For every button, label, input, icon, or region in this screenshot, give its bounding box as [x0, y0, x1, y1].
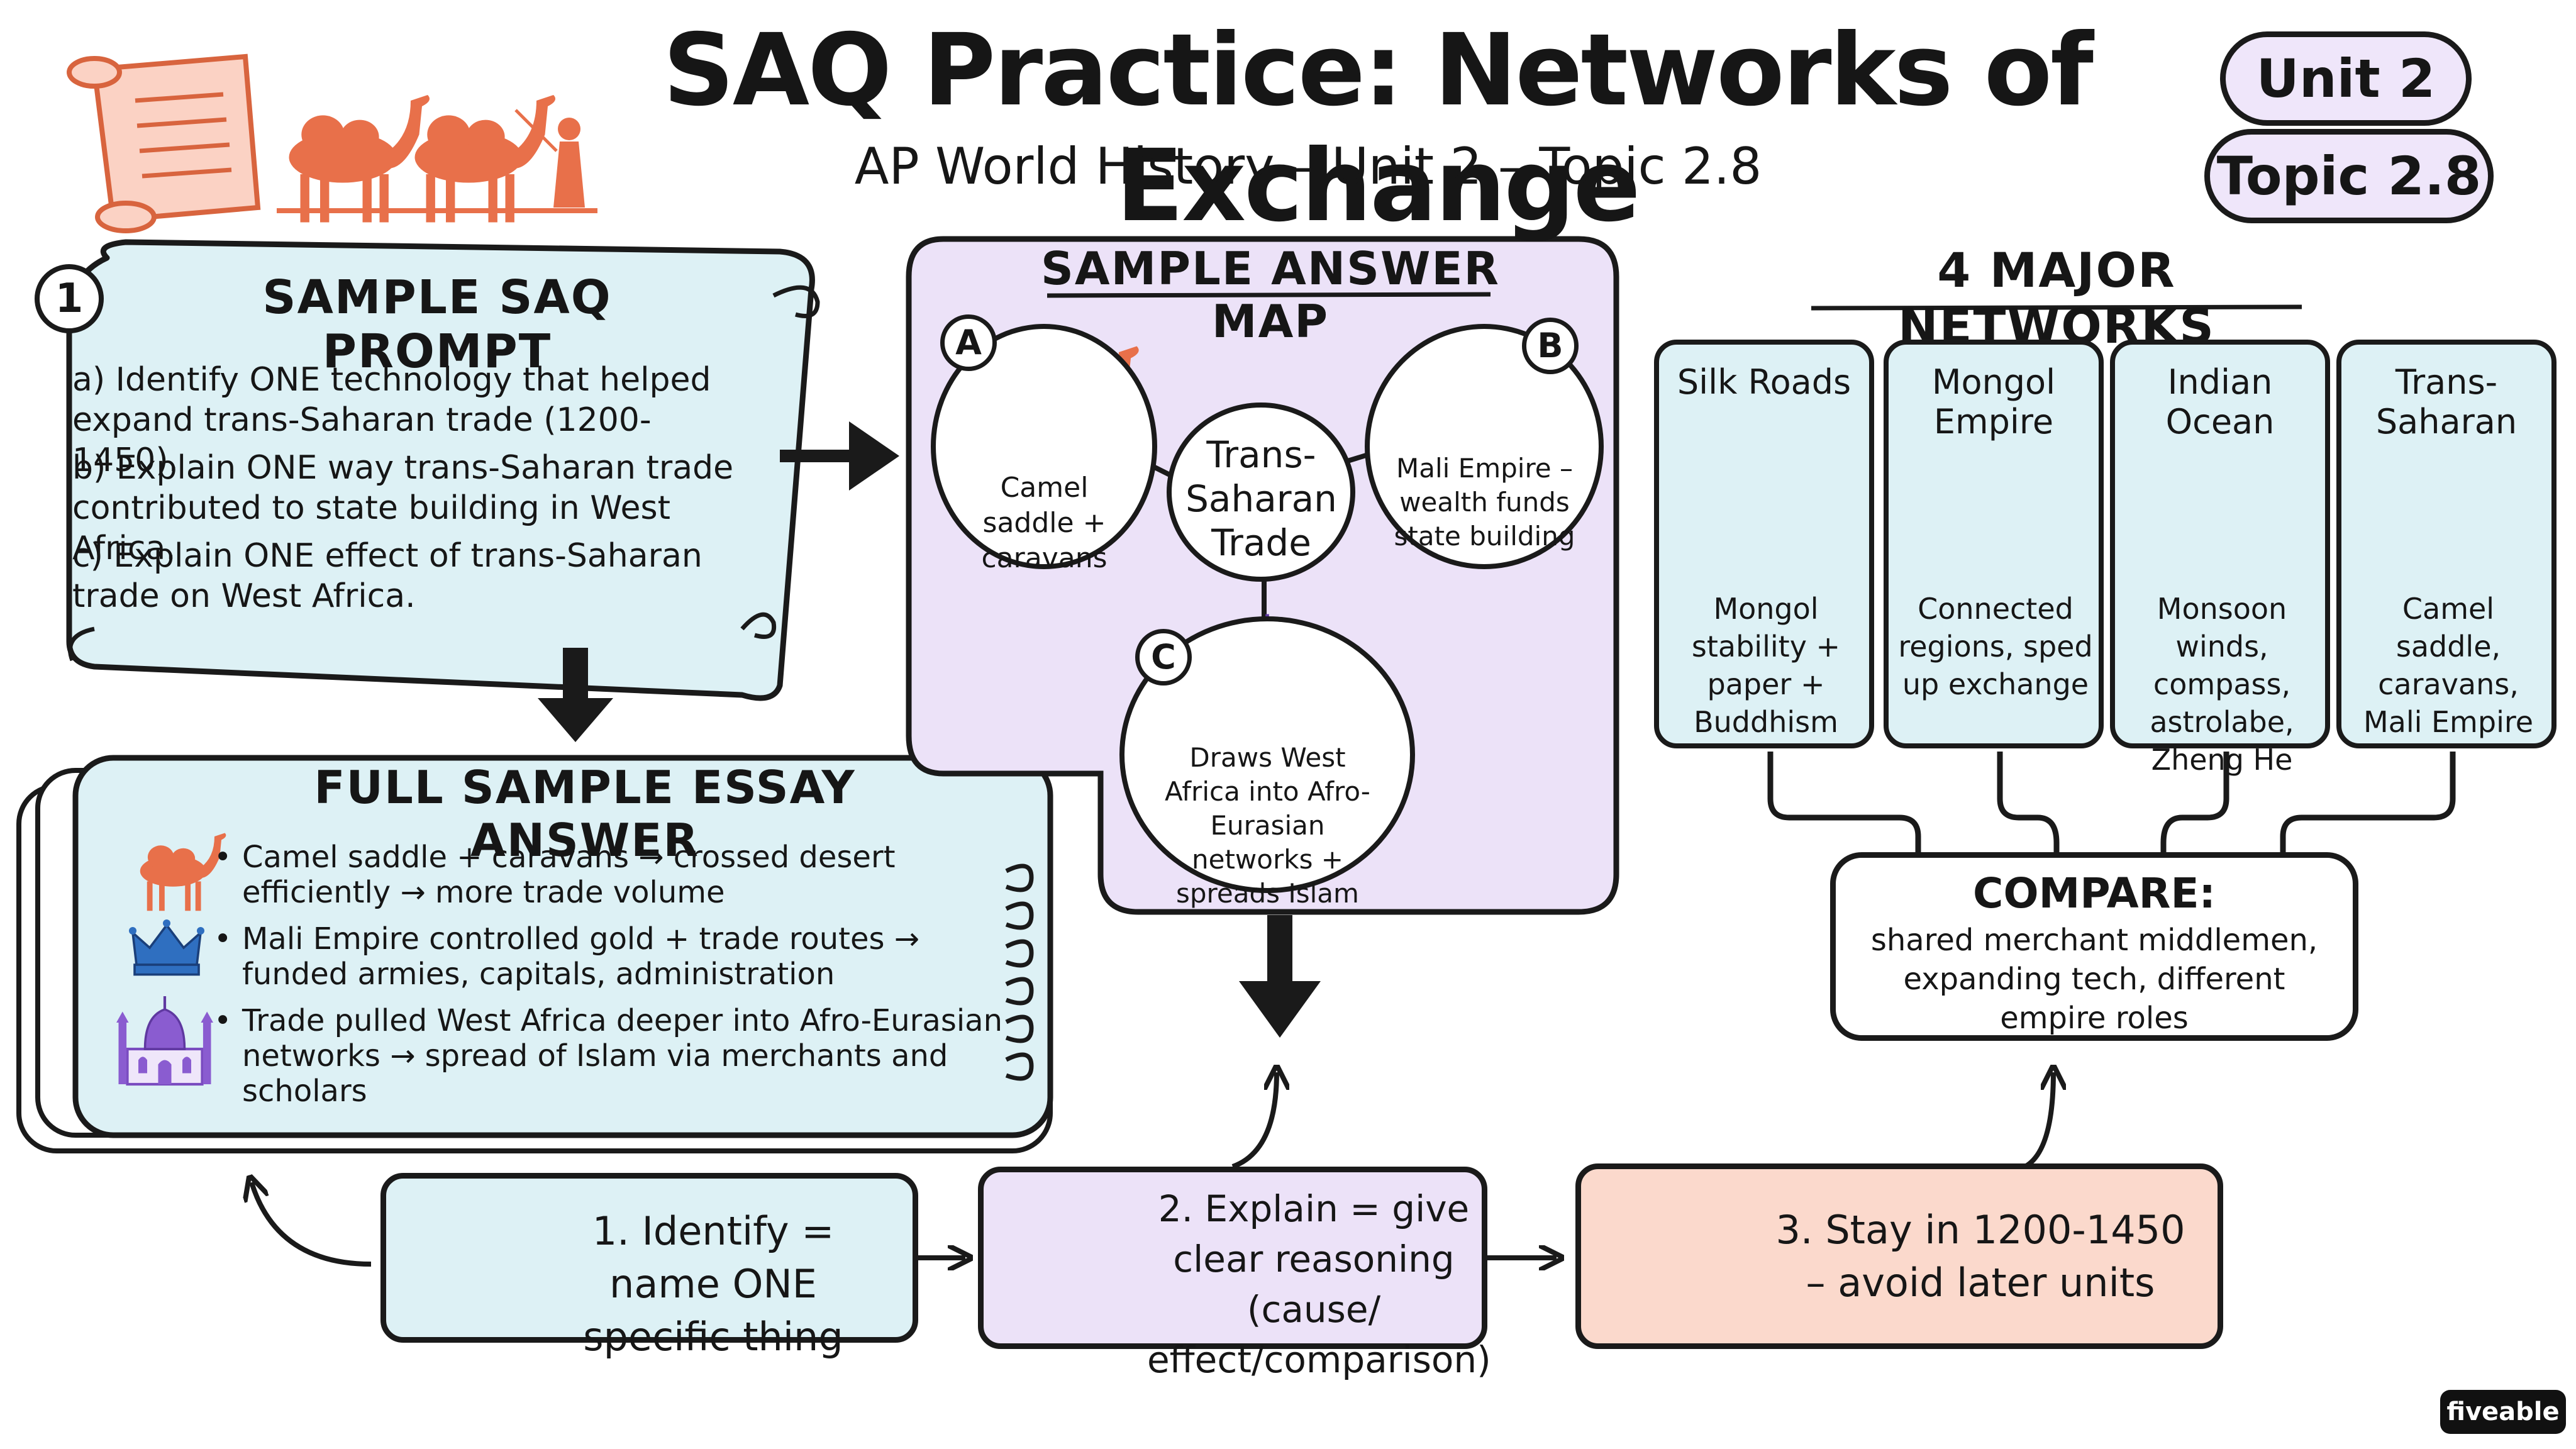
network-card-trans-saharan: Trans-Saharan Camel saddle, caravans, Ma…: [2336, 340, 2557, 748]
essay-title: FULL SAMPLE ESSAY ANSWER: [314, 761, 856, 867]
arrow-prompt-to-essay: [538, 648, 613, 742]
answer-map-title: SAMPLE ANSWER MAP: [1040, 242, 1500, 348]
arrow-prompt-to-map: [780, 421, 899, 491]
network-name: Indian Ocean: [2165, 362, 2275, 441]
answer-node-c-letter: C: [1135, 629, 1192, 686]
network-text: Connected regions, sped up exchange: [1898, 592, 2093, 701]
fiveable-logo: fiveable: [2440, 1390, 2566, 1434]
step-explain: 2. Explain = give clear reasoning (cause…: [978, 1167, 1491, 1381]
answer-center-node: Trans-Saharan Trade: [1167, 402, 1355, 582]
essay-bullet-3: •Trade pulled West Africa deeper into Af…: [214, 1003, 1002, 1109]
network-card-mongol-empire: Mongol Empire Connected regions, sped up…: [1884, 340, 2104, 748]
networks-title: 4 MAJOR NETWORKS: [1898, 242, 2215, 354]
scroll-icon: [67, 53, 261, 233]
answer-node-b-text: Mali Empire – wealth funds state buildin…: [1394, 453, 1575, 552]
network-name: Mongol Empire: [1931, 362, 2056, 441]
answer-node-a-letter: A: [940, 314, 997, 371]
answer-node-b-letter: B: [1522, 318, 1579, 374]
step-stay-in-period: 3. Stay in 1200-1450 – avoid later units: [1575, 1163, 2223, 1349]
page-subtitle: AP World History – Unit 2 – Topic 2.8: [854, 137, 1762, 196]
compare-title: COMPARE:: [1973, 869, 2216, 918]
section-number-badge: 1: [35, 264, 104, 333]
prompt-item-b: b) Explain ONE way trans-Saharan trade c…: [72, 449, 734, 567]
notebook-spiral: [1005, 863, 1034, 1081]
arrow-map-down: [1239, 915, 1321, 1038]
essay-panel: [72, 755, 1053, 1138]
answer-node-c-text: Draws West Africa into Afro-Eurasian net…: [1165, 742, 1370, 909]
camel-caravan-icon: [277, 95, 597, 223]
essay-bullet-2: •Mali Empire controlled gold + trade rou…: [214, 921, 919, 992]
page-title: SAQ Practice: Networks of Exchange: [663, 13, 2094, 244]
network-card-indian-ocean: Indian Ocean Monsoon winds, compass, ast…: [2110, 340, 2330, 777]
network-text: Camel saddle, caravans, Mali Empire: [2363, 592, 2534, 739]
prompt-item-a: a) Identify ONE technology that helped e…: [72, 361, 711, 479]
essay-bullet-1: •Camel saddle + caravans → crossed deser…: [214, 840, 896, 910]
unit-badge: Unit 2: [2220, 31, 2472, 126]
network-text: Monsoon winds, compass, astrolabe, Zheng…: [2150, 592, 2294, 777]
network-name: Trans-Saharan: [2375, 362, 2518, 441]
step-identify-text: 1. Identify = name ONE specific thing: [583, 1208, 843, 1360]
step-stay-text: 3. Stay in 1200-1450 – avoid later units: [1775, 1207, 2185, 1306]
answer-center-text: Trans-Saharan Trade: [1185, 433, 1337, 564]
network-name: Silk Roads: [1677, 362, 1852, 402]
prompt-title: SAMPLE SAQ PROMPT: [262, 270, 612, 379]
prompt-item-c: c) Explain ONE effect of trans-Saharan t…: [72, 537, 702, 615]
step-explain-text: 2. Explain = give clear reasoning (cause…: [1147, 1187, 1491, 1381]
compare-text: shared merchant middlemen, expanding tec…: [1870, 923, 2318, 1036]
compare-box: COMPARE: shared merchant middlemen, expa…: [1830, 852, 2358, 1041]
step-identify: 1. Identify = name ONE specific thing: [380, 1173, 918, 1360]
network-text: Mongol stability + paper + Buddhism: [1691, 592, 1841, 739]
topic-badge: Topic 2.8: [2204, 129, 2494, 223]
network-card-silk-roads: Silk Roads Mongol stability + paper + Bu…: [1654, 340, 1874, 748]
answer-node-a-text: Camel saddle + caravans: [981, 472, 1108, 574]
